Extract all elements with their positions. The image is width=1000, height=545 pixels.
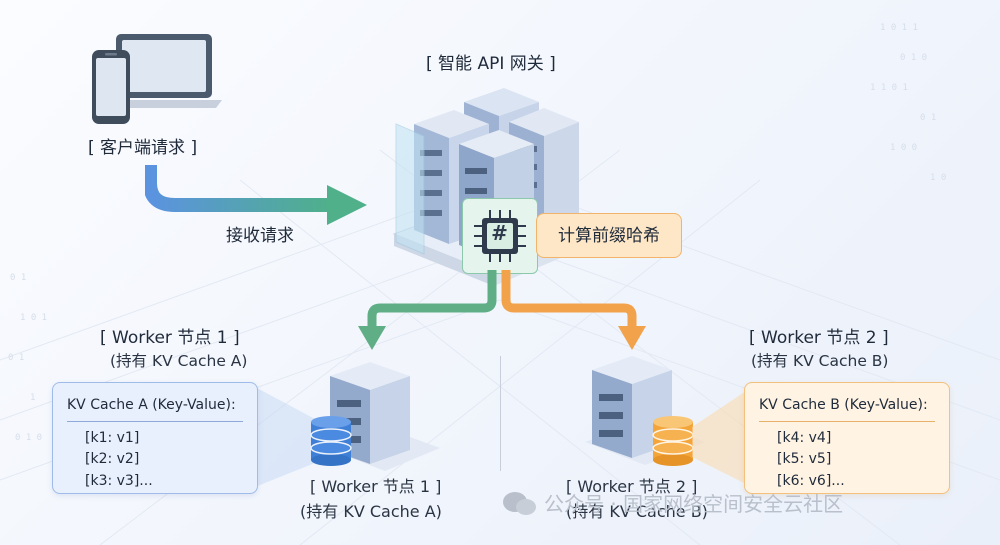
- kv-cache-a-item: [k3: v3]...: [85, 473, 153, 490]
- gateway-title: [ 智能 API 网关 ]: [426, 54, 556, 74]
- request-arrow: [145, 165, 367, 225]
- routing-arrows: [358, 270, 646, 350]
- worker2-subtitle: (持有 KV Cache B): [751, 352, 889, 370]
- kv-cache-b-item: [k6: v6]...: [777, 473, 845, 490]
- worker2-title: [ Worker 节点 2 ]: [749, 328, 889, 348]
- cache-beam-blue: [255, 387, 330, 487]
- svg-text:0 1 0: 0 1 0: [900, 53, 927, 63]
- kv-cache-b-item: [k5: v5]: [777, 451, 832, 468]
- kv-cache-a-item: [k1: v1]: [85, 429, 140, 446]
- svg-text:1 0: 1 0: [930, 173, 946, 183]
- svg-text:1 0 1: 1 0 1: [20, 313, 47, 323]
- client-label: [ 客户端请求 ]: [88, 138, 198, 158]
- kv-cache-a-item: [k2: v2]: [85, 451, 140, 468]
- wechat-icon: [503, 492, 536, 515]
- worker1-bottom-title: [ Worker 节点 1 ]: [310, 477, 442, 496]
- chip-symbol: #: [491, 221, 508, 245]
- receive-label: 接收请求: [226, 226, 294, 246]
- kv-cache-a-title: KV Cache A (Key-Value):: [67, 395, 243, 422]
- svg-text:0 1: 0 1: [10, 273, 26, 283]
- svg-text:0 1: 0 1: [920, 113, 936, 123]
- svg-text:0 1: 0 1: [8, 353, 24, 363]
- svg-text:1 1 0 1: 1 1 0 1: [870, 83, 908, 93]
- svg-text:1 0 0: 1 0 0: [890, 143, 917, 153]
- worker2-bottom-subtitle: (持有 KV Cache B): [566, 502, 708, 521]
- chip-icon: [473, 209, 526, 262]
- database-icon: [310, 416, 352, 466]
- watermark: 公众号 · 国家网络空间安全云社区: [544, 492, 844, 516]
- hash-label: 计算前缀哈希: [536, 213, 682, 258]
- worker1-title: [ Worker 节点 1 ]: [100, 328, 240, 348]
- worker2-bottom-title: [ Worker 节点 2 ]: [566, 477, 698, 496]
- kv-cache-b-card: KV Cache B (Key-Value): [k4: v4] [k5: v5…: [744, 382, 950, 494]
- cache-beam-orange: [692, 387, 752, 487]
- kv-cache-b-item: [k4: v4]: [777, 429, 832, 446]
- hash-chip: #: [462, 198, 538, 274]
- worker1-bottom-subtitle: (持有 KV Cache A): [300, 502, 442, 521]
- divider: [500, 356, 501, 471]
- laptop-phone-icon: [92, 34, 222, 124]
- svg-text:1 0 1 1: 1 0 1 1: [880, 23, 918, 33]
- database-icon: [652, 416, 694, 466]
- kv-cache-b-title: KV Cache B (Key-Value):: [759, 395, 935, 422]
- worker1-subtitle: (持有 KV Cache A): [110, 352, 248, 370]
- svg-text:0 1 0: 0 1 0: [15, 433, 42, 443]
- svg-text:1: 1: [30, 393, 35, 403]
- kv-cache-a-card: KV Cache A (Key-Value): [k1: v1] [k2: v2…: [52, 382, 258, 494]
